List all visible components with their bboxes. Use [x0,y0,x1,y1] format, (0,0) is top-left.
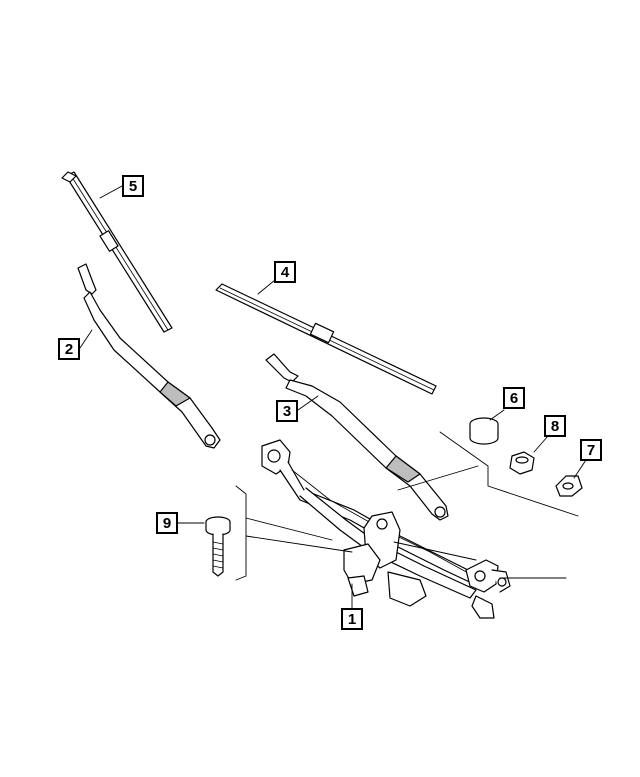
wiper-arm-left [77,263,221,449]
callout-3: 3 [276,400,298,422]
wiper-linkage-and-motor [261,439,511,619]
callout-2: 2 [58,338,80,360]
callout-4: 4 [274,261,296,283]
leader-lines [79,185,587,611]
wiper-arm-right [265,353,449,521]
cap [469,417,499,445]
wiper-blade-right [215,283,437,395]
callout-6: 6 [503,387,525,409]
callout-7: 7 [580,439,602,461]
group-brackets [235,431,579,581]
washer [555,475,583,497]
callout-8: 8 [544,415,566,437]
callout-1: 1 [341,608,363,630]
wiper-blade-left [61,171,173,333]
nut [509,451,535,475]
callout-5: 5 [122,175,144,197]
bolt [205,516,231,577]
callout-9: 9 [156,512,178,534]
